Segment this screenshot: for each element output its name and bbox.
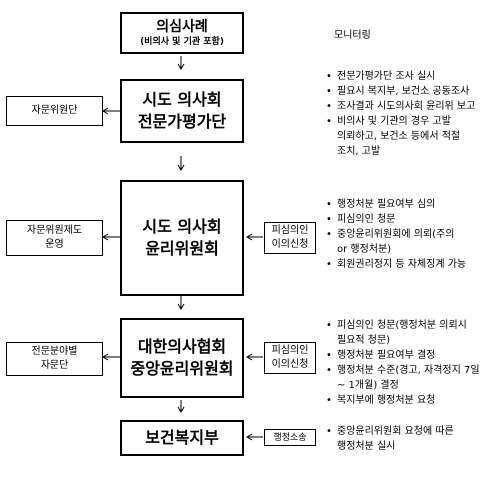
advisory-system-line1: 자문위원제도 (26, 225, 83, 236)
objection-l2-line1: 피심의인 (271, 225, 309, 236)
suspected-case-title: 의심사례 (156, 18, 208, 35)
note-l3-1-cont: 필요적 청문) (337, 335, 391, 346)
advisory-group-label: 자문위원단 (31, 105, 78, 116)
specialist-advisory-line2: 자문단 (40, 360, 69, 371)
note-l2-3-cont: or 행정처분) (337, 244, 392, 255)
monitoring-label: 모니터링 (334, 30, 371, 41)
panel-level1-box: 시도 의사회 전문가평가단 (120, 79, 244, 143)
advisory-system-line2: 운영 (45, 239, 64, 250)
advisory-system-box: 자문위원제도 운영 (6, 220, 103, 256)
panel-level1-notes: 전문가평가단 조사 실시 필요시 복지부, 보건소 공동조사 조사결과 시도의사… (326, 69, 494, 159)
note-l1-4: 비의사 및 기관의 경우 고발 (326, 114, 494, 129)
note-l1-1: 전문가평가단 조사 실시 (326, 69, 494, 84)
note-l2-1: 행정처분 필요여부 심의 (326, 197, 494, 212)
central-ethics-line2: 중앙윤리위원회 (130, 359, 234, 378)
note-l3-4: 복지부에 행정처분 요청 (326, 393, 494, 408)
central-ethics-box: 대한의사협회 중앙윤리위원회 (120, 318, 244, 398)
note-l2-2: 피심의인 청문 (326, 212, 494, 227)
note-l1-3: 조사결과 시도의사회 윤리위 보고 (326, 99, 494, 114)
note-l1-2: 필요시 복지부, 보건소 공동조사 (326, 84, 494, 99)
note-l3-1: 피심의인 청문(행정처분 의뢰시 (326, 318, 494, 333)
specialist-advisory-line1: 전문분야별 (31, 346, 78, 357)
central-ethics-notes: 피심의인 청문(행정처분 의뢰시 필요적 청문) 행정처분 필요여부 결정 행정… (326, 318, 494, 408)
suspected-case-box: 의심사례 (비의사 및 기관 포함) (120, 12, 244, 54)
note-l3-2: 행정처분 필요여부 결정 (326, 348, 494, 363)
objection-l3-line2: 이의신청 (271, 359, 309, 370)
note-l2-4: 회원권리정지 등 자체징계 가능 (326, 257, 494, 272)
admin-litigation-box: 행정소송 (264, 429, 316, 446)
ethics-committee-notes: 행정처분 필요여부 심의 피심의인 청문 중앙윤리위원회에 의뢰(주의 or 행… (326, 197, 494, 272)
note-l1-4-cont2: 조치, 고발 (337, 146, 381, 157)
panel-level1-line2: 전문가평가단 (137, 112, 227, 131)
note-l3-3-cont: ~ 1개월) 결정 (337, 380, 399, 391)
ethics-committee-line1: 시도 의사회 (142, 217, 222, 236)
note-l3-3: 행정처분 수준(경고, 자격정지 7일 (326, 363, 494, 378)
ethics-committee-line2: 윤리위원회 (145, 239, 219, 258)
admin-litigation-label: 행정소송 (273, 432, 307, 443)
objection-l2-line2: 이의신청 (271, 239, 309, 250)
central-ethics-line1: 대한의사협회 (137, 337, 227, 356)
ministry-label: 보건복지부 (145, 428, 219, 447)
note-l4-1-cont: 행정처분 실시 (337, 441, 396, 452)
advisory-group-box: 자문위원단 (6, 96, 103, 126)
note-l1-4-cont1: 의뢰하고, 보건소 등에서 적절 (337, 131, 461, 142)
objection-box-l3: 피심의인 이의신청 (264, 342, 316, 374)
objection-box-l2: 피심의인 이의신청 (264, 222, 316, 254)
ministry-box: 보건복지부 (120, 420, 244, 456)
objection-l3-line1: 피심의인 (271, 345, 309, 356)
note-l2-3: 중앙윤리위원회에 의뢰(주의 (326, 227, 494, 242)
note-l4-1: 중앙윤리위원회 요청에 따른 (326, 424, 494, 439)
ministry-notes: 중앙윤리위원회 요청에 따른 행정처분 실시 (326, 424, 494, 454)
suspected-case-subtitle: (비의사 및 기관 포함) (140, 36, 224, 47)
specialist-advisory-box: 전문분야별 자문단 (6, 342, 103, 376)
ethics-committee-box: 시도 의사회 윤리위원회 (120, 180, 244, 296)
panel-level1-line1: 시도 의사회 (142, 90, 222, 109)
